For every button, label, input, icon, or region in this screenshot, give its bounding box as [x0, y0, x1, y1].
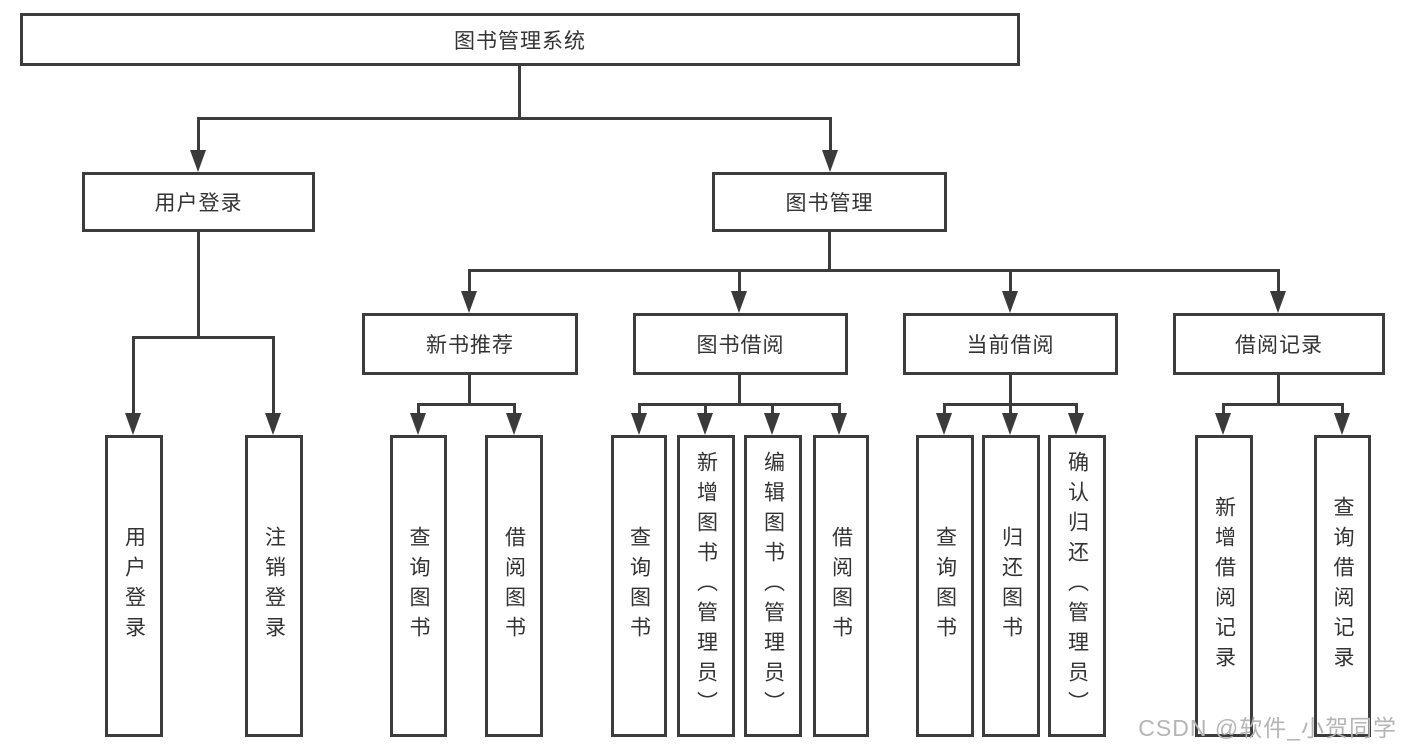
arrow-down-icon [1270, 291, 1286, 313]
leaf-borrow-books-borrow: 借阅图书 [813, 435, 869, 737]
leaf-label: 查询图书 [627, 526, 651, 646]
node-book-management: 图书管理 [712, 172, 947, 232]
arrow-down-icon [410, 413, 426, 435]
leaf-query-borrow-record: 查询借阅记录 [1314, 435, 1371, 737]
node-new-book-recommend: 新书推荐 [362, 313, 578, 375]
connector-line [943, 403, 946, 415]
node-book-borrow: 图书借阅 [633, 313, 848, 375]
connector-line [1277, 375, 1280, 406]
connector-line [513, 403, 516, 415]
arrow-down-icon [631, 413, 647, 435]
connector-line [1075, 403, 1078, 415]
connector-line [1009, 375, 1012, 406]
node-borrow-records: 借阅记录 [1173, 313, 1385, 375]
connector-line [1222, 403, 1342, 406]
connector-line [132, 336, 135, 413]
arrow-down-icon [1215, 413, 1231, 435]
connector-line [468, 375, 471, 406]
leaf-query-books-borrow: 查询图书 [611, 435, 667, 737]
leaf-logout: 注销登录 [245, 435, 303, 737]
connector-line [197, 117, 832, 120]
arrow-down-icon [822, 150, 838, 172]
leaf-label: 用户登录 [122, 526, 146, 646]
leaf-label: 注销登录 [262, 526, 286, 646]
leaf-label: 查询借阅记录 [1331, 496, 1354, 676]
connector-line [829, 117, 832, 152]
leaf-label: 新增图书（管理员） [694, 451, 718, 721]
arrow-down-icon [936, 413, 952, 435]
connector-line [1009, 403, 1012, 415]
node-root: 图书管理系统 [20, 13, 1020, 66]
connector-line [518, 66, 521, 119]
leaf-label: 新增借阅记录 [1212, 496, 1236, 676]
arrow-down-icon [831, 413, 847, 435]
leaf-borrow-books-recommend: 借阅图书 [485, 435, 543, 737]
arrow-down-icon [1002, 413, 1018, 435]
node-user-login: 用户登录 [82, 172, 315, 232]
connector-line [638, 403, 841, 406]
connector-line [1277, 269, 1280, 291]
arrow-down-icon [506, 413, 522, 435]
arrow-down-icon [1334, 413, 1350, 435]
connector-line [468, 269, 1280, 272]
arrow-down-icon [1002, 291, 1018, 313]
leaf-label: 编辑图书（管理员） [761, 451, 785, 721]
arrow-down-icon [764, 413, 780, 435]
arrow-down-icon [125, 413, 141, 435]
connector-line [738, 375, 741, 406]
leaf-return-books: 归还图书 [982, 435, 1040, 737]
connector-line [704, 403, 707, 415]
leaf-edit-books-admin: 编辑图书（管理员） [744, 435, 802, 737]
connector-line [638, 403, 641, 415]
connector-line [738, 269, 741, 291]
connector-line [417, 403, 516, 406]
connector-line [828, 232, 831, 271]
connector-line [468, 269, 471, 291]
leaf-label: 查询图书 [407, 526, 430, 646]
leaf-label: 归还图书 [999, 526, 1023, 646]
leaf-query-books-recommend: 查询图书 [390, 435, 447, 737]
connector-line [1222, 403, 1225, 415]
leaf-label: 确认归还（管理员） [1065, 451, 1089, 721]
leaf-query-books-current: 查询图书 [916, 435, 974, 737]
node-current-borrow: 当前借阅 [903, 313, 1118, 375]
leaf-label: 借阅图书 [829, 526, 853, 646]
arrow-down-icon [697, 413, 713, 435]
arrow-down-icon [461, 291, 477, 313]
connector-line [1009, 269, 1012, 291]
arrow-down-icon [190, 150, 206, 172]
arrow-down-icon [1068, 413, 1084, 435]
leaf-user-login: 用户登录 [105, 435, 163, 737]
connector-line [272, 336, 275, 413]
connector-line [771, 403, 774, 415]
leaf-add-borrow-record: 新增借阅记录 [1195, 435, 1253, 737]
connector-line [197, 232, 200, 338]
leaf-label: 借阅图书 [502, 526, 526, 646]
leaf-label: 查询图书 [933, 526, 957, 646]
arrow-down-icon [265, 413, 281, 435]
arrow-down-icon [731, 291, 747, 313]
connector-line [1341, 403, 1344, 415]
connector-line [838, 403, 841, 415]
csdn-watermark: CSDN @软件_小贺同学 [1138, 715, 1397, 741]
connector-line [132, 336, 275, 339]
leaf-add-books-admin: 新增图书（管理员） [677, 435, 735, 737]
connector-line [197, 117, 200, 152]
connector-line [417, 403, 420, 415]
leaf-confirm-return-admin: 确认归还（管理员） [1048, 435, 1106, 737]
